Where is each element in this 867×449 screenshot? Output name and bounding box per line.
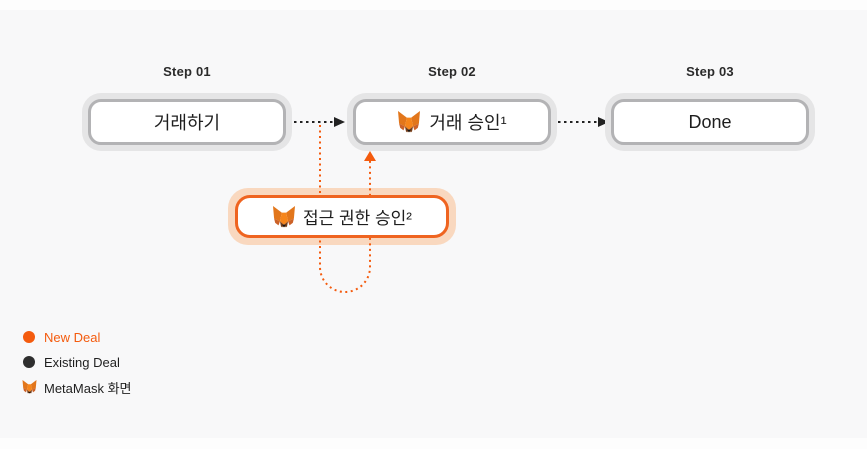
- metamask-fox-icon: [22, 380, 36, 394]
- step1-node-text: 거래하기: [153, 113, 221, 133]
- new-deal-dot-icon: [23, 331, 35, 343]
- legend: New Deal Existing Deal MetaMask 화면: [22, 329, 132, 396]
- legend-label: MetaMask 화면: [44, 380, 132, 396]
- step2-label: Step 02: [428, 64, 476, 79]
- legend-item-metamask-screen: MetaMask 화면: [22, 380, 132, 396]
- step2-node-text: 거래 승인¹: [429, 113, 507, 133]
- step1-node-trade: 거래하기: [88, 99, 286, 145]
- arrow-step2-step3: [558, 117, 609, 127]
- step1-label: Step 01: [163, 64, 211, 79]
- legend-item-existing-deal: Existing Deal: [23, 354, 132, 370]
- legend-label: Existing Deal: [44, 354, 120, 370]
- arrow-branch-loop: [319, 125, 376, 293]
- arrow-step1-step2: [294, 117, 345, 127]
- branch-node-text: 접근 권한 승인²: [303, 209, 412, 228]
- step2-node-approve-transaction: 거래 승인¹: [353, 99, 551, 145]
- metamask-fox-icon: [398, 111, 421, 133]
- step3-node-text: Done: [688, 111, 732, 132]
- branch-node-access-approval: 접근 권한 승인²: [235, 195, 449, 238]
- legend-item-new-deal: New Deal: [23, 329, 132, 345]
- metamask-fox-icon: [273, 205, 296, 228]
- existing-deal-dot-icon: [23, 356, 35, 368]
- step3-label: Step 03: [686, 64, 734, 79]
- legend-label: New Deal: [44, 329, 101, 345]
- step3-node-done: Done: [611, 99, 809, 145]
